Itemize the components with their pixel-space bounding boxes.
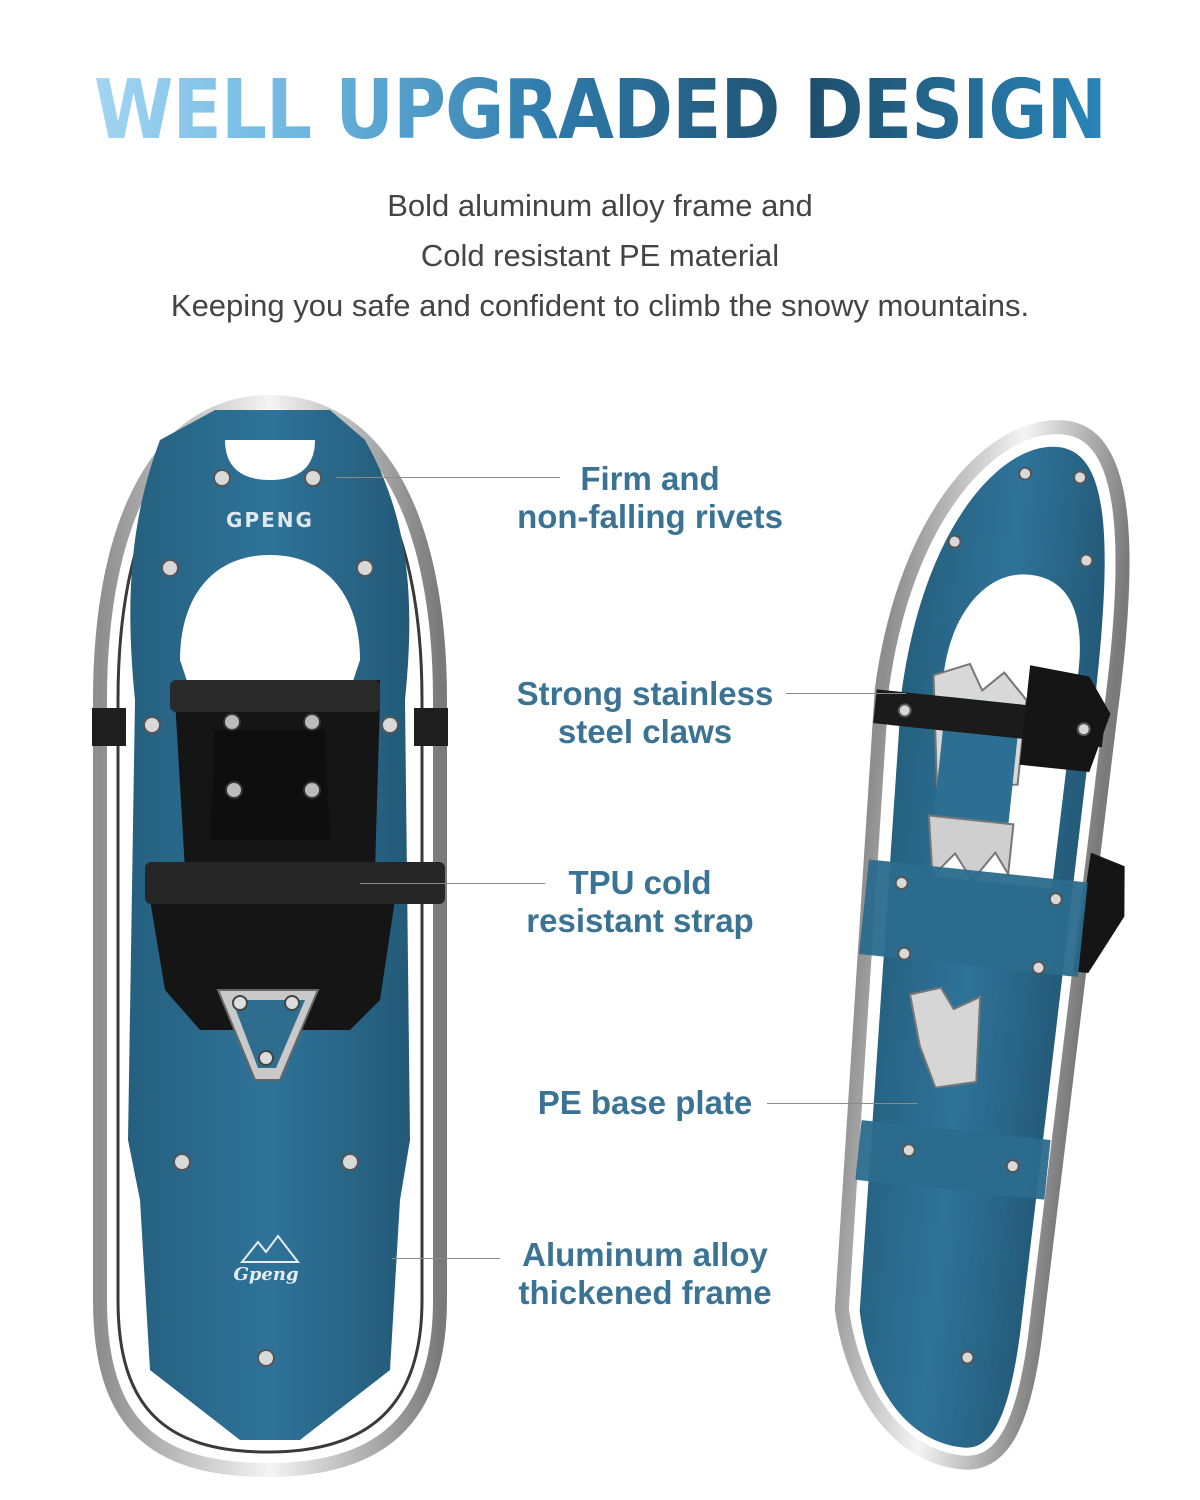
leader-claws [786,693,906,694]
leader-rivets [336,477,560,478]
left-frame [93,394,447,1478]
leader-strap [360,883,545,884]
left-plate-logo: GPENG [226,508,314,532]
callout-frame-line-1: Aluminum alloy [522,1236,768,1273]
left-rivets [143,469,399,1367]
subtitle-line-3: Keeping you safe and confident to climb … [170,288,1030,323]
callout-plate-line-1: PE base plate [537,1084,753,1121]
right-snowshoe [834,420,1130,1470]
leader-frame [392,1258,500,1259]
right-heel-claw [908,986,982,1089]
left-tail-logo: Gpeng [233,1264,298,1285]
callout-frame: Aluminum alloy thickened frame [495,1236,795,1312]
leader-plate [767,1103,917,1104]
callout-plate: PE base plate [520,1084,770,1122]
callout-strap-line-2: resistant strap [526,902,754,939]
mountain-logo-icon [239,1234,301,1263]
callout-claws: Strong stainless steel claws [500,675,790,751]
callout-claws-line-2: steel claws [557,713,733,750]
subtitle-line-2: Cold resistant PE material [420,238,780,273]
left-toe-hole [180,555,360,720]
callout-frame-line-2: thickened frame [518,1274,772,1311]
callout-rivets: Firm and non-falling rivets [500,460,800,536]
left-snowshoe: GPENG Gpeng [92,394,448,1478]
page-title: WELL UPGRADED DESIGN [72,70,1128,152]
callout-rivets-line-2: non-falling rivets [517,498,783,535]
subtitle-line-1: Bold aluminum alloy frame and [387,188,813,223]
callout-claws-line-1: Strong stainless [516,675,774,712]
callout-strap-line-1: TPU cold [568,864,712,901]
right-frame [834,420,1130,1470]
callout-strap: TPU cold resistant strap [505,864,775,940]
right-rivets [894,466,1094,1365]
callout-rivets-line-1: Firm and [580,460,720,497]
